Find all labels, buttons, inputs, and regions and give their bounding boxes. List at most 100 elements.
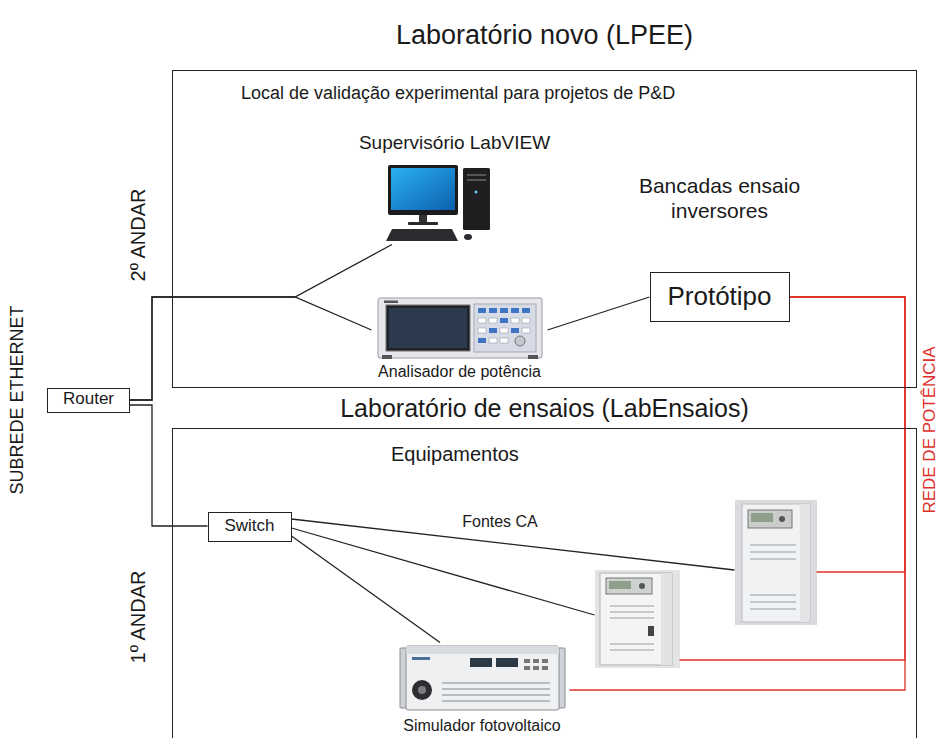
ac-source-illustration	[595, 570, 680, 668]
ac-source-node	[595, 570, 680, 668]
power-analyzer-illustration	[489, 318, 497, 323]
ac-source-illustration	[800, 504, 810, 622]
region-subtitle: Equipamentos	[391, 442, 519, 466]
power-analyzer-illustration	[474, 304, 536, 352]
box-label: Switch	[224, 516, 274, 536]
ac-source-illustration	[610, 649, 654, 651]
power-analyzer-illustration	[378, 298, 542, 358]
ac-source-illustration	[750, 601, 796, 603]
pv-simulator-illustration	[470, 658, 492, 667]
computer-illustration	[467, 179, 486, 181]
ac-source-illustration	[750, 608, 796, 610]
ethernet-link	[130, 297, 372, 400]
router-box: Router	[47, 388, 130, 413]
ethernet-link	[548, 297, 650, 330]
computer-illustration	[419, 215, 427, 223]
ac-source-illustration	[750, 594, 796, 596]
computer-illustration	[386, 229, 458, 241]
pv-simulator-illustration	[406, 646, 559, 710]
power-analyzer-illustration	[382, 355, 392, 359]
ethernet-link	[292, 536, 441, 643]
ac-source-illustration	[748, 510, 792, 528]
ac-source-illustration	[735, 500, 817, 625]
pv-simulator-illustration	[442, 688, 550, 690]
ac-source-illustration	[600, 573, 672, 665]
ac-source-illustration	[751, 513, 773, 522]
region-heading: Laboratório de ensaios (LabEnsaios)	[340, 393, 749, 423]
pv-simulator-illustration	[442, 682, 550, 684]
power-analyzer-illustration	[511, 328, 519, 333]
ac-source-illustration	[735, 500, 817, 625]
network-label: REDE DE POTÊNCIA	[920, 346, 940, 513]
power-analyzer-illustration	[515, 336, 525, 346]
power-analyzer-illustration	[500, 328, 508, 333]
power-analyzer-illustration	[522, 328, 530, 333]
power-link	[790, 297, 906, 572]
power-analyzer-illustration	[522, 318, 530, 323]
ac-source-illustration	[779, 516, 785, 522]
pv-simulator-illustration	[442, 700, 550, 702]
power-analyzer-illustration	[511, 318, 519, 323]
pv-simulator-node: Simulador fotovoltaico	[395, 643, 570, 736]
node-caption: Simulador fotovoltaico	[403, 716, 560, 735]
power-analyzer-illustration	[500, 338, 508, 343]
pv-simulator-illustration	[533, 666, 539, 670]
ethernet-link	[292, 528, 595, 615]
pv-simulator-illustration	[400, 646, 565, 710]
ac-source-illustration	[648, 626, 654, 636]
group-label: Fontes CA	[459, 512, 541, 531]
pv-simulator-illustration	[524, 666, 530, 670]
ethernet-link	[130, 245, 392, 401]
computer-illustration	[464, 234, 472, 240]
power-analyzer-illustration	[500, 308, 508, 313]
pv-simulator-illustration	[496, 658, 518, 667]
ac-source-illustration	[750, 551, 796, 553]
power-analyzer-illustration	[489, 328, 497, 333]
power-analyzer-illustration	[478, 328, 486, 333]
computer-node: Supervisório LabVIEW	[351, 132, 558, 245]
floor-label: 1º ANDAR	[126, 571, 150, 664]
connector-group	[130, 245, 905, 691]
pv-simulator-illustration	[406, 646, 559, 654]
pv-simulator-illustration	[412, 680, 432, 700]
computer-illustration	[467, 174, 486, 176]
computer-illustration	[391, 168, 455, 210]
computer-illustration	[386, 165, 490, 241]
ac-source-node	[735, 500, 817, 625]
lab-region: Laboratório novo (LPEE)Local de validaçã…	[172, 70, 917, 388]
power-analyzer-illustration	[389, 308, 467, 348]
box-label: Protótipo	[667, 281, 771, 312]
power-analyzer-illustration	[478, 318, 486, 323]
power-analyzer-illustration	[489, 338, 497, 343]
node-caption: Supervisório LabVIEW	[359, 132, 550, 155]
pv-simulator-illustration	[533, 659, 539, 663]
region-subtitle: Local de validação experimental para pro…	[241, 83, 675, 105]
ac-source-illustration	[610, 611, 654, 613]
box-label: Router	[63, 389, 114, 409]
power-analyzer-illustration	[489, 308, 497, 313]
node-caption: Analisador de potência	[378, 362, 541, 381]
pv-simulator-illustration	[524, 659, 530, 663]
computer-illustration	[408, 222, 438, 225]
computer-illustration	[475, 191, 478, 194]
analyzer-node: Analisador de potência	[372, 296, 548, 384]
switch-box: Switch	[208, 512, 292, 542]
ac-source-illustration	[750, 558, 796, 560]
network-label: SUBREDE ETHERNET	[7, 305, 29, 494]
power-analyzer-illustration	[528, 355, 538, 359]
ac-source-illustration	[750, 544, 796, 546]
power-link	[570, 297, 906, 690]
ac-source-illustration	[610, 617, 654, 619]
power-analyzer-illustration	[386, 305, 470, 351]
pv-simulator-illustration	[418, 686, 426, 694]
pv-simulator-illustration	[542, 666, 548, 670]
ac-source-illustration	[606, 578, 652, 594]
prototype-box: Bancadas ensaio inversoresProtótipo	[650, 272, 790, 322]
power-analyzer-illustration	[478, 338, 486, 343]
region-heading: Laboratório novo (LPEE)	[396, 19, 693, 51]
pv-simulator-illustration	[442, 694, 550, 696]
power-analyzer-illustration	[500, 318, 508, 323]
computer-illustration	[388, 165, 458, 215]
lab-region: Laboratório de ensaios (LabEnsaios)Equip…	[172, 428, 917, 738]
ac-source-illustration	[742, 504, 810, 622]
